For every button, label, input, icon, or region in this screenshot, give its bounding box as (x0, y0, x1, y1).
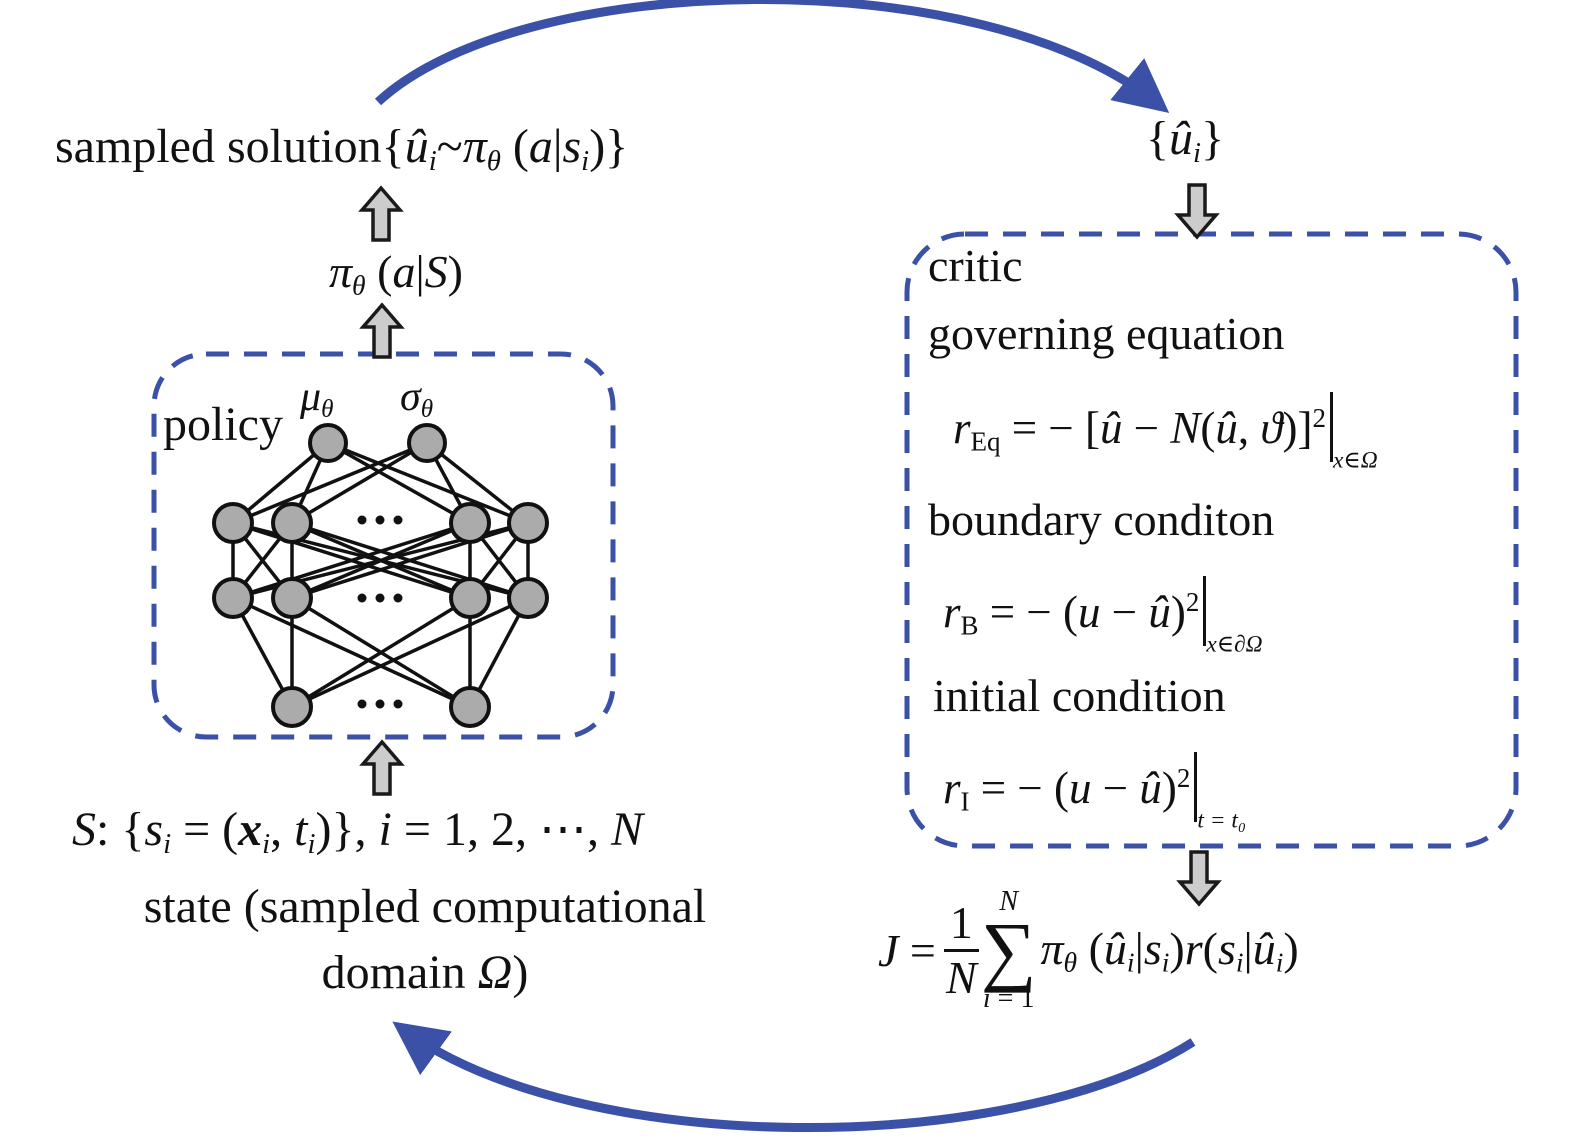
sigma-output-label: σθ (400, 374, 434, 424)
u-set-label: {ûi} (1146, 112, 1225, 170)
bottom-cycle-arrow (392, 1021, 1196, 1132)
governing-equation-label: governing equation (928, 308, 1285, 359)
fraction-numerator: 1 (949, 896, 973, 948)
initial-condition-formula: rI = − (u − û)2t = t₀ (943, 752, 1246, 834)
arrow-down-into-critic-icon (1176, 183, 1218, 239)
network-edges (231, 441, 530, 709)
state-definition: S: {si = (xi, ti)}, i = 1, 2, ⋯, N (72, 803, 643, 861)
sum-symbol: ∑ (980, 906, 1037, 993)
sum-upper-limit: N (999, 886, 1019, 917)
governing-equation-formula: rEq = − [û − N(û, ϑ)]2x∈Ω (953, 392, 1378, 474)
mu-output-label: μθ (300, 374, 334, 424)
ellipsis-dots (357, 515, 403, 709)
top-cycle-arrow (374, 0, 1170, 114)
sum-lower-limit: i = 1 (982, 982, 1035, 1014)
state-caption-line2: domain Ω) (321, 946, 529, 999)
policy-label: policy (163, 398, 283, 451)
boundary-condition-formula: rB = − (u − û)2x∈∂Ω (943, 576, 1263, 658)
arrow-up-to-pi-icon (361, 303, 403, 359)
objective-sum: N ∑ i = 1 (981, 888, 1037, 1013)
objective-formula: J = 1 N N ∑ i = 1 πθ (ûi|si)r(si|ûi) (878, 888, 1299, 1013)
arrow-up-into-policy-icon (361, 740, 403, 796)
pi-distribution-label: πθ (a|S) (329, 246, 463, 301)
critic-label: critic (928, 240, 1023, 291)
boundary-condition-label: boundary conditon (928, 494, 1275, 545)
policy-network (212, 423, 549, 728)
objective-lhs: J = (878, 924, 936, 976)
initial-condition-label: initial condition (933, 670, 1226, 721)
fraction-denominator: N (946, 951, 977, 1003)
network-nodes (212, 423, 549, 728)
state-caption-line1: state (sampled computational (143, 880, 707, 933)
arrow-up-to-sampled-solution-icon (360, 186, 402, 242)
fraction-bar (943, 948, 979, 952)
sampled-solution-label: sampled solution{ûi~πθ (a|si)} (55, 120, 629, 178)
objective-rhs: πθ (ûi|si)r(si|ûi) (1040, 922, 1299, 978)
objective-fraction: 1 N (943, 896, 979, 1003)
